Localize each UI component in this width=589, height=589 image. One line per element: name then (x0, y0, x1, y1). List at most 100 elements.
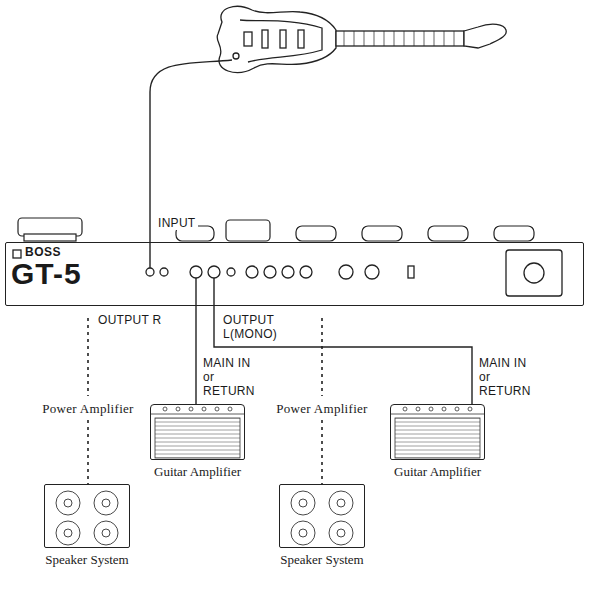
amp-grille (155, 418, 240, 458)
fret (424, 31, 425, 46)
device-label: Power Amplifier (40, 401, 136, 417)
jack-label: INPUT (156, 216, 198, 230)
speaker-cones (56, 491, 353, 545)
speaker-cone (291, 491, 315, 515)
control-knob (233, 53, 239, 59)
fret (404, 31, 405, 46)
footswitch (428, 226, 468, 241)
pickup (262, 30, 268, 48)
amp-knob (468, 407, 472, 411)
dashed-line (321, 420, 323, 484)
amp-grille (395, 418, 480, 458)
speaker-dust-cap (299, 529, 307, 537)
output-l-jack (208, 266, 220, 278)
amp-details (151, 414, 484, 458)
fret (444, 31, 445, 46)
jack (246, 266, 258, 278)
multi-effects-unit: BOSSGT-5 (5, 242, 584, 306)
guitar-neck (336, 31, 464, 46)
guitar-amplifier: Guitar Amplifier (390, 404, 485, 460)
switch (408, 266, 414, 278)
amp-knob (416, 407, 420, 411)
speaker-cone (329, 521, 353, 545)
amp-knob (429, 407, 433, 411)
logo-square (13, 250, 21, 258)
jack (227, 268, 235, 276)
fret (434, 31, 435, 46)
fret (414, 31, 415, 46)
fret (344, 31, 345, 46)
pickup (298, 30, 304, 48)
wire-stub (213, 278, 214, 306)
speaker-dust-cap (102, 499, 110, 507)
pedal-pad-center (524, 263, 544, 283)
fret (384, 31, 385, 46)
jack (160, 268, 168, 276)
speaker-cone (94, 521, 118, 545)
guitar-headstock (464, 24, 506, 48)
node-heading: Guitar Amplifier (394, 464, 481, 479)
fret (454, 31, 455, 46)
amp-knob (176, 407, 180, 411)
amp-knob (455, 407, 459, 411)
model-name: GT-5 (11, 259, 82, 289)
dashed-line (87, 318, 89, 396)
jack (300, 266, 312, 278)
device-label: Power Amplifier (274, 401, 370, 417)
guitar-cable (150, 60, 232, 268)
amp-knob (163, 407, 167, 411)
speaker-dust-cap (337, 499, 345, 507)
speaker-system: Speaker System (44, 484, 130, 548)
amp-panel (151, 414, 244, 415)
fret (374, 31, 375, 46)
brand-logo: BOSS (25, 246, 61, 258)
fret (394, 31, 395, 46)
pedal-pad (506, 250, 562, 296)
speaker-system: Speaker System (279, 484, 365, 548)
jack-label: OUTPUT L(MONO) (221, 313, 287, 341)
speaker-dust-cap (64, 529, 72, 537)
unit-top (18, 218, 534, 241)
bridge (244, 32, 252, 46)
input-label: MAIN IN or RETURN (479, 356, 535, 398)
speaker-cone (56, 491, 80, 515)
dashed-line (321, 318, 323, 396)
fret (364, 31, 365, 46)
jack-label: OUTPUT R (96, 313, 164, 327)
amp-knob (202, 407, 206, 411)
footswitch (296, 226, 336, 241)
input-label: MAIN IN or RETURN (203, 356, 259, 398)
jack (264, 266, 276, 278)
guitar-body (217, 6, 336, 72)
amp-knob (403, 407, 407, 411)
fret (354, 31, 355, 46)
amp-knob (228, 407, 232, 411)
guitar-amplifier: Guitar Amplifier (150, 404, 245, 460)
amp-knob (189, 407, 193, 411)
speaker-dust-cap (64, 499, 72, 507)
footswitch (226, 220, 270, 241)
speaker-cone (94, 491, 118, 515)
footswitch (494, 226, 534, 241)
output-r-jack (190, 266, 202, 278)
front-panel (13, 250, 562, 296)
speaker-cone (329, 491, 353, 515)
footswitch (362, 226, 402, 241)
expression-pedal (18, 218, 82, 236)
pickguard (240, 20, 322, 62)
amp-knob (215, 407, 219, 411)
audio-cable (195, 306, 196, 404)
speaker-dust-cap (337, 529, 345, 537)
jack (282, 266, 294, 278)
dashed-line (87, 420, 89, 484)
pickup (280, 30, 286, 48)
speaker-dust-cap (102, 529, 110, 537)
frets (344, 31, 454, 46)
guitar (217, 6, 506, 72)
wire-stub (195, 278, 196, 306)
expression-pedal-base (24, 234, 76, 241)
